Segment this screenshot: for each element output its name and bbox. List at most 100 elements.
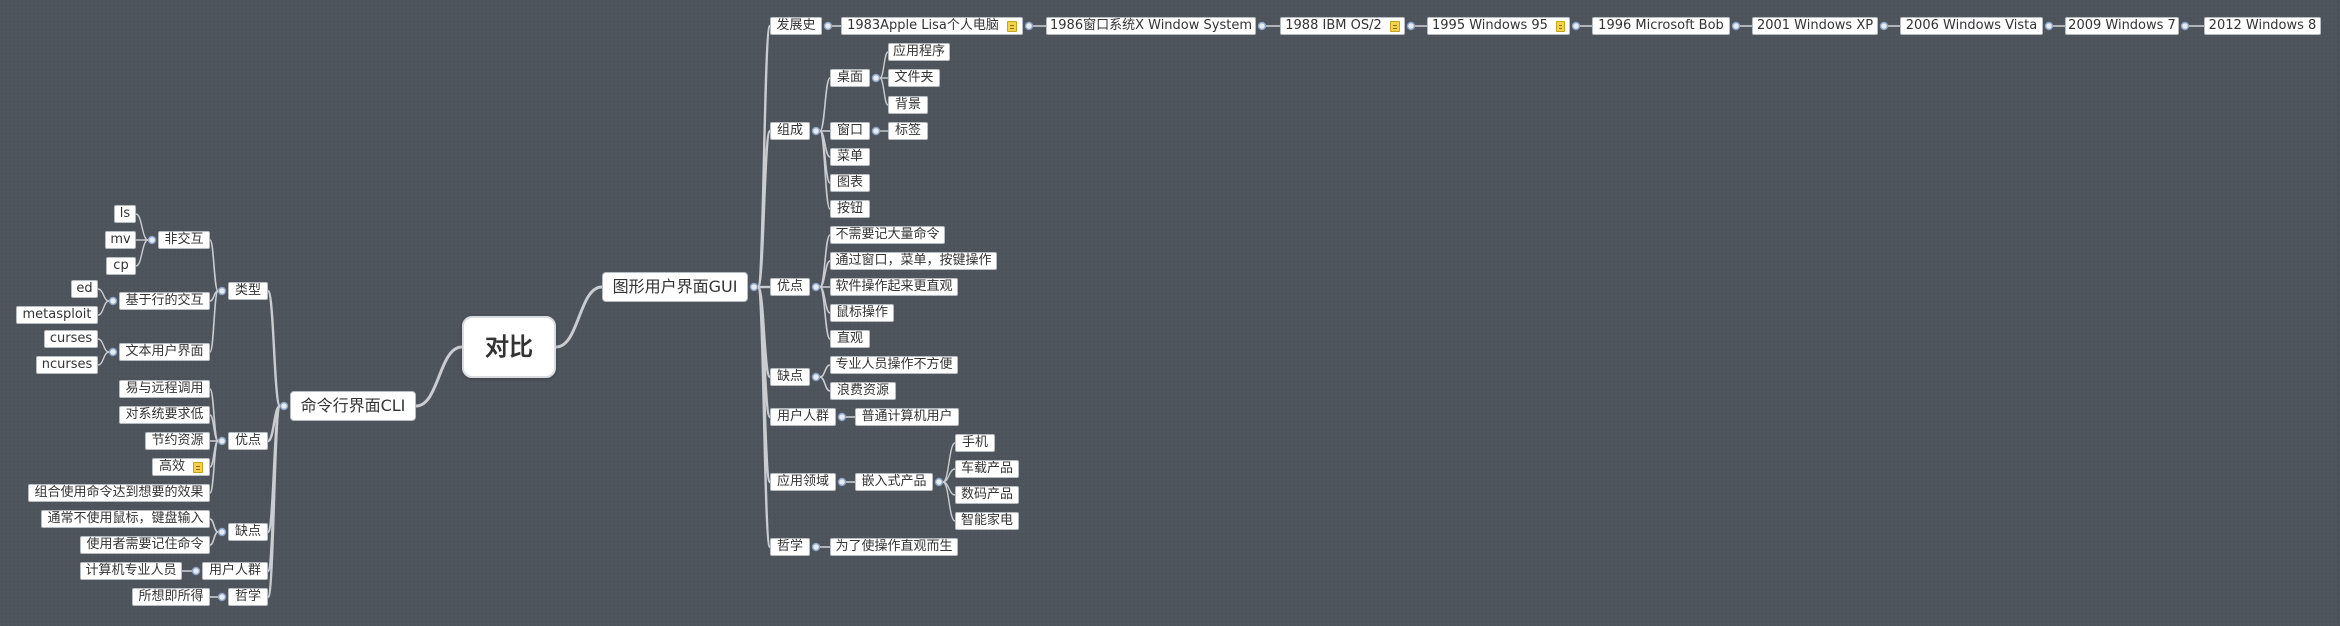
non-interactive-node[interactable]: 非交互 — [158, 231, 210, 249]
history-item-1986[interactable]: 1986窗口系统X Window System — [1046, 17, 1256, 35]
connector-line — [942, 481, 956, 496]
gui-adv-item-4[interactable]: 直观 — [830, 330, 870, 348]
cli-philosophy-node[interactable]: 哲学 — [228, 588, 268, 606]
history-item-1988[interactable]: 1988 IBM OS/2 — [1280, 17, 1405, 35]
desktop-node[interactable]: 桌面 — [830, 69, 870, 87]
gui-users-item-0[interactable]: 普通计算机用户 — [855, 408, 959, 426]
connector-line — [209, 290, 219, 302]
desktop-item-background[interactable]: 背景 — [888, 96, 928, 114]
junction-dot — [811, 282, 821, 292]
cli-adv-item-4[interactable]: 组合使用命令达到想要的效果 — [28, 484, 210, 502]
gui-philosophy-item-0[interactable]: 为了使操作直观而生 — [830, 538, 958, 556]
history-item-1983[interactable]: 1983Apple Lisa个人电脑 — [841, 17, 1023, 35]
cli-node[interactable]: 命令行界面CLI — [290, 391, 416, 421]
cli-disadvantages-node[interactable]: 缺点 — [228, 523, 268, 541]
text-ui-node[interactable]: 文本用户界面 — [119, 343, 210, 361]
connector-line — [879, 77, 889, 106]
junction-dot — [811, 542, 821, 552]
connector-line — [756, 129, 772, 289]
cli-philosophy-item-0[interactable]: 所想即所得 — [132, 588, 210, 606]
gui-composition-node[interactable]: 组成 — [770, 122, 810, 140]
composition-menu[interactable]: 菜单 — [830, 148, 870, 166]
gui-disadvantages-node[interactable]: 缺点 — [770, 368, 810, 386]
gui-dis-item-0[interactable]: 专业人员操作不方便 — [830, 356, 958, 374]
tool-ed[interactable]: ed — [71, 280, 98, 298]
embedded-item-phone[interactable]: 手机 — [955, 434, 995, 452]
junction-dot — [749, 282, 759, 292]
junction-dot — [217, 286, 227, 296]
note-icon[interactable] — [193, 461, 203, 473]
history-item-1996[interactable]: 1996 Microsoft Bob — [1592, 17, 1730, 35]
junction-dot — [2044, 21, 2054, 31]
gui-advantages-node[interactable]: 优点 — [770, 278, 810, 296]
connector-line — [819, 286, 831, 340]
cli-adv-item-3-label: 高效 — [158, 459, 185, 474]
gui-application-node[interactable]: 应用领域 — [770, 473, 836, 491]
connector-line — [942, 481, 956, 522]
embedded-item-appliance[interactable]: 智能家电 — [955, 512, 1019, 530]
history-item-1995[interactable]: 1995 Windows 95 — [1427, 17, 1570, 35]
gui-adv-item-1[interactable]: 通过窗口，菜单，按键操作 — [830, 252, 997, 270]
history-item-2009[interactable]: 2009 Windows 7 — [2065, 17, 2179, 35]
history-item-2001[interactable]: 2001 Windows XP — [1752, 17, 1878, 35]
connector-line — [819, 130, 831, 184]
junction-dot — [279, 401, 289, 411]
cli-users-node[interactable]: 用户人群 — [202, 562, 268, 580]
embedded-item-digital[interactable]: 数码产品 — [955, 486, 1019, 504]
connector-line — [756, 285, 772, 484]
connector-line — [819, 130, 831, 158]
history-item-2012[interactable]: 2012 Windows 8 — [2204, 17, 2321, 35]
lib-ncurses[interactable]: ncurses — [36, 356, 98, 374]
root-node[interactable]: 对比 — [462, 316, 556, 378]
window-item-tab[interactable]: 标签 — [888, 122, 928, 140]
note-icon[interactable] — [1555, 20, 1565, 32]
history-item-2006[interactable]: 2006 Windows Vista — [1900, 17, 2043, 35]
cli-dis-item-1[interactable]: 使用者需要记住命令 — [80, 536, 210, 554]
desktop-item-apps[interactable]: 应用程序 — [888, 43, 950, 61]
connector-line — [97, 351, 110, 366]
gui-users-node[interactable]: 用户人群 — [770, 408, 836, 426]
connector-line — [879, 51, 889, 79]
composition-button[interactable]: 按钮 — [830, 200, 870, 218]
composition-chart[interactable]: 图表 — [830, 174, 870, 192]
junction-dot — [1406, 21, 1416, 31]
cmd-mv[interactable]: mv — [105, 231, 136, 249]
connector-line — [819, 234, 831, 288]
embedded-item-vehicle[interactable]: 车载产品 — [955, 460, 1019, 478]
gui-history-node[interactable]: 发展史 — [770, 17, 822, 35]
gui-adv-item-2[interactable]: 软件操作起来更直观 — [830, 278, 958, 296]
connector-line — [209, 290, 219, 353]
gui-dis-item-1[interactable]: 浪费资源 — [830, 382, 896, 400]
gui-adv-item-0[interactable]: 不需要记大量命令 — [830, 226, 945, 244]
cli-dis-item-0[interactable]: 通常不使用鼠标，键盘输入 — [41, 510, 210, 528]
gui-node[interactable]: 图形用户界面GUI — [602, 272, 748, 302]
desktop-item-folder[interactable]: 文件夹 — [888, 69, 940, 87]
connector-line — [209, 388, 219, 442]
cmd-ls[interactable]: ls — [114, 205, 136, 223]
connector-line — [209, 518, 219, 533]
connector-line — [266, 404, 282, 534]
connector-line — [415, 345, 463, 408]
window-node[interactable]: 窗口 — [830, 122, 870, 140]
note-icon[interactable] — [1389, 20, 1400, 32]
tool-metasploit[interactable]: metasploit — [16, 306, 98, 324]
line-interactive-node[interactable]: 基于行的交互 — [119, 292, 210, 310]
connector-line — [555, 285, 603, 349]
gui-adv-item-3[interactable]: 鼠标操作 — [830, 304, 894, 322]
cli-advantages-node[interactable]: 优点 — [228, 432, 268, 450]
connector-line — [209, 440, 219, 468]
cli-adv-item-1[interactable]: 对系统要求低 — [119, 406, 210, 424]
cli-adv-item-0[interactable]: 易与远程调用 — [119, 380, 210, 398]
junction-dot — [217, 527, 227, 537]
cli-adv-item-3[interactable]: 高效 — [152, 458, 210, 476]
embedded-products-node[interactable]: 嵌入式产品 — [855, 473, 933, 491]
gui-philosophy-node[interactable]: 哲学 — [770, 538, 810, 556]
history-item-1983-label: 1983Apple Lisa个人电脑 — [847, 18, 999, 33]
connector-line — [135, 239, 149, 267]
cmd-cp[interactable]: cp — [106, 257, 136, 275]
note-icon[interactable] — [1006, 20, 1017, 32]
cli-types-node[interactable]: 类型 — [228, 282, 268, 300]
cli-users-item-0[interactable]: 计算机专业人员 — [80, 562, 182, 580]
cli-adv-item-2[interactable]: 节约资源 — [145, 432, 210, 450]
lib-curses[interactable]: curses — [44, 330, 98, 348]
